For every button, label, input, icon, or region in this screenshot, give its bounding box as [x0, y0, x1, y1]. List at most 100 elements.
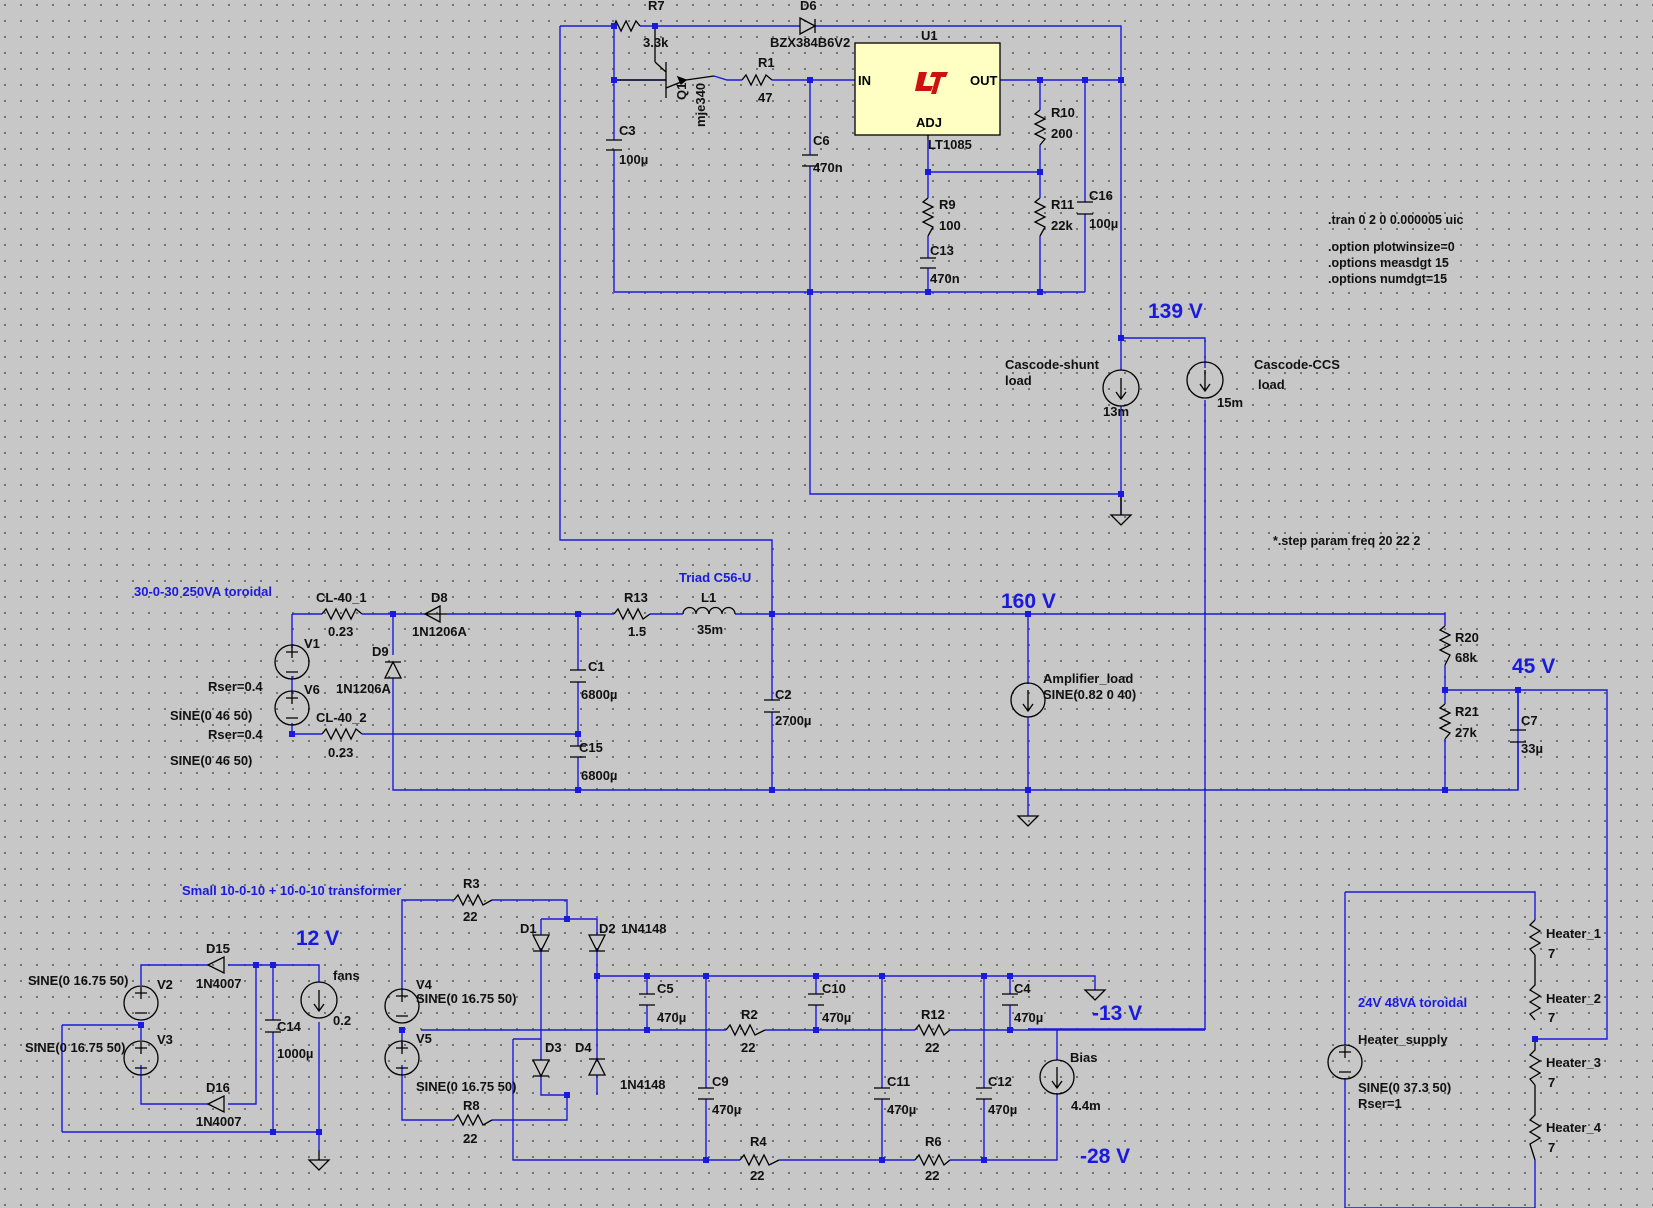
label-shunt-value: 13m [1103, 404, 1129, 419]
label-R2-name: R2 [741, 1007, 758, 1022]
label-V5-name: V5 [416, 1031, 432, 1046]
voltage-sources [123, 644, 1363, 1080]
resistor-R4 [739, 1153, 780, 1167]
cap-C16 [1077, 201, 1093, 215]
net-label-139v: 139 V [1148, 300, 1203, 323]
label-shunt-name2: load [1005, 373, 1032, 388]
label-heater1-value: 7 [1548, 946, 1555, 961]
label-L1-value: 35m [697, 622, 723, 637]
label-heater1-name: Heater_1 [1546, 926, 1601, 941]
label-D8-name: D8 [431, 590, 448, 605]
label-R7-value: 3.3k [643, 35, 669, 50]
label-C14-name: C14 [277, 1019, 302, 1034]
label-heater3-value: 7 [1548, 1075, 1555, 1090]
label-R4-name: R4 [750, 1134, 767, 1149]
label-D6-name: D6 [800, 0, 817, 13]
label-D9-value: 1N1206A [336, 681, 392, 696]
isource-shunt [1102, 369, 1140, 407]
label-C4-value: 470µ [1014, 1010, 1043, 1025]
directive-opt1: .option plotwinsize=0 [1328, 240, 1455, 254]
label-V1-rser: Rser=0.4 [208, 679, 263, 694]
label-R11-name: R11 [1051, 197, 1074, 212]
label-V3-name: V3 [157, 1032, 173, 1047]
net-label-minus28v: -28 V [1080, 1145, 1130, 1168]
label-C9-name: C9 [712, 1074, 729, 1089]
chip-U1[interactable] [854, 42, 1001, 140]
cap-C3 [606, 139, 622, 151]
label-U1-in: IN [858, 73, 871, 88]
comment-heater-transformer: 24V 48VA toroidal [1358, 995, 1467, 1010]
cap-C6 [802, 154, 818, 167]
label-C12-value: 470µ [988, 1102, 1017, 1117]
label-R20-value: 68k [1455, 650, 1477, 665]
label-U1-out: OUT [970, 73, 998, 88]
label-L1-name: L1 [701, 590, 716, 605]
label-V1-value: SINE(0 46 50) [170, 708, 252, 723]
label-C16-value: 100µ [1089, 216, 1118, 231]
label-C2-value: 2700µ [775, 713, 811, 728]
cap-C2 [764, 699, 780, 713]
label-heater4-value: 7 [1548, 1140, 1555, 1155]
diode-D6 [799, 16, 817, 36]
resistor-heater4 [1528, 1085, 1542, 1161]
resistor-R8 [453, 1113, 493, 1127]
ground-symbol [1083, 989, 1107, 1001]
current-sources [300, 361, 1224, 1095]
label-CL40-2-value: 0.23 [328, 745, 353, 760]
isource-fans [300, 981, 338, 1019]
label-C7-value: 33µ [1521, 741, 1543, 756]
label-C11-value: 470µ [887, 1102, 916, 1117]
label-R1-name: R1 [758, 55, 775, 70]
label-C12-name: C12 [988, 1074, 1012, 1089]
label-heater3-name: Heater_3 [1546, 1055, 1601, 1070]
cap-C15 [570, 745, 586, 758]
source-V1 [274, 644, 310, 680]
label-C3-name: C3 [619, 123, 636, 138]
label-V5-value: SINE(0 16.75 50) [416, 1079, 516, 1094]
label-R13-value: 1.5 [628, 624, 646, 639]
label-C15-value: 6800µ [581, 768, 617, 783]
cap-C12 [976, 1087, 992, 1100]
comment-small-transformer: Small 10-0-10 + 10-0-10 transformer [182, 883, 401, 898]
resistor-R11 [1033, 197, 1047, 237]
label-D16-name: D16 [206, 1080, 230, 1095]
label-C6-value: 470n [813, 160, 843, 175]
source-heater [1327, 1044, 1363, 1080]
label-C16-name: C16 [1089, 188, 1113, 203]
label-heater2-value: 7 [1548, 1010, 1555, 1025]
comment-choke: Triad C56-U [679, 570, 751, 585]
label-R11-value: 22k [1051, 218, 1073, 233]
label-V3-value: SINE(0 16.75 50) [25, 1040, 125, 1055]
capacitors [265, 139, 1526, 1100]
label-ccs-name2: load [1258, 377, 1285, 392]
label-D9-name: D9 [372, 644, 389, 659]
label-V4-value: SINE(0 16.75 50) [416, 991, 516, 1006]
ground-symbol [1109, 514, 1133, 526]
label-R1-value: 47 [758, 90, 772, 105]
label-R3-name: R3 [463, 876, 480, 891]
resistor-R20 [1438, 625, 1452, 666]
label-C6-name: C6 [813, 133, 830, 148]
label-D16-value: 1N4007 [196, 1114, 242, 1129]
label-C13-name: C13 [930, 243, 954, 258]
resistor-R21 [1438, 703, 1452, 740]
label-D15-name: D15 [206, 941, 230, 956]
label-U1-name: U1 [921, 28, 938, 43]
comment-main-transformer: 30-0-30 250VA toroidal [134, 584, 272, 599]
label-V4-name: V4 [416, 977, 433, 992]
cap-C1 [570, 669, 586, 683]
cap-C7 [1510, 729, 1526, 743]
label-R13-name: R13 [624, 590, 648, 605]
label-D2-value: 1N4148 [621, 921, 667, 936]
label-C7-name: C7 [1521, 713, 1538, 728]
diode-D2 [587, 934, 607, 953]
label-ccs-value: 15m [1217, 395, 1243, 410]
cap-C10 [808, 993, 824, 1006]
label-C10-value: 470µ [822, 1010, 851, 1025]
label-C1-value: 6800µ [581, 687, 617, 702]
label-fans-value: 0.2 [333, 1013, 351, 1028]
label-R20-name: R20 [1455, 630, 1479, 645]
resistor-R7 [613, 19, 641, 33]
